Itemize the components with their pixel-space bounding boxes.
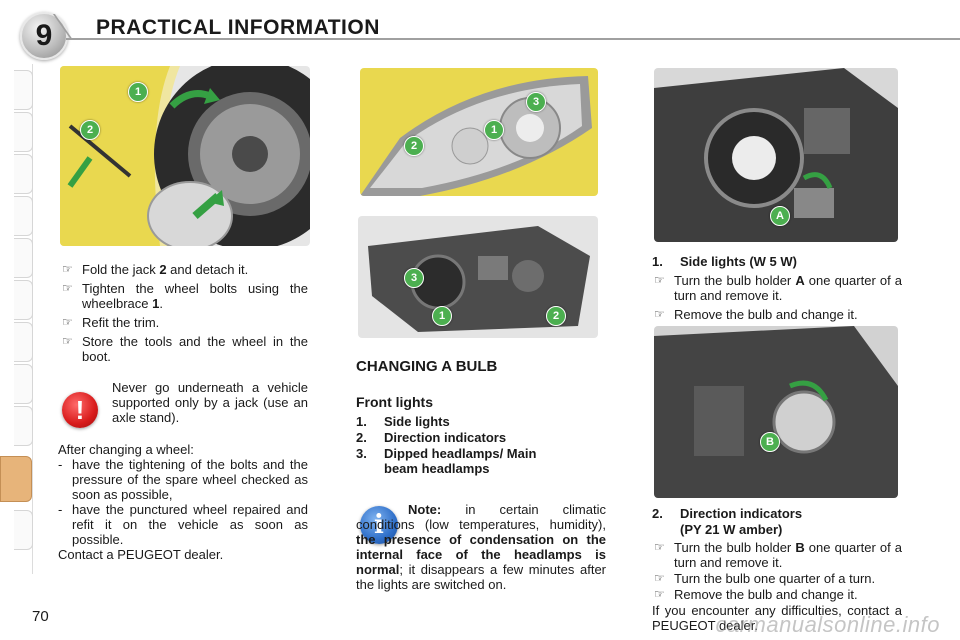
headlamp-photo <box>360 68 598 196</box>
indicator-holder-photo <box>654 326 898 498</box>
watermark: carmanualsonline.info <box>715 612 940 637</box>
step-item: ☞ Turn the bulb one quarter of a turn. <box>654 571 876 586</box>
indicators-subheading: (PY 21 W amber) <box>680 522 783 537</box>
closing-text: If you encounter any difficulties, conta… <box>652 603 902 633</box>
side-lights-block: 1.Side lights (W 5 W) ☞ Turn the bulb ho… <box>652 254 902 326</box>
pointing-hand-icon: ☞ <box>62 315 73 329</box>
side-light-holder-photo <box>654 68 898 242</box>
callout-rear-side-light: 1 <box>432 306 452 326</box>
headlamp-rear-photo <box>358 216 598 338</box>
warning-text: Never go underneath a vehicle supported … <box>112 380 308 425</box>
page-header: 9 PRACTICAL INFORMATION <box>0 0 960 60</box>
indicators-block: 2.Direction indicators (PY 21 W amber) ☞… <box>652 506 902 633</box>
pointing-hand-icon: ☞ <box>62 262 73 276</box>
pointing-hand-icon: ☞ <box>62 334 73 348</box>
subsection-title: Front lights <box>356 394 433 410</box>
step-item: ☞ Remove the bulb and change it. <box>654 587 858 602</box>
callout-holder-a: A <box>770 206 790 226</box>
step-item: ☞ Refit the trim. <box>62 315 160 330</box>
chapter-tab[interactable] <box>14 238 33 278</box>
chapter-tab[interactable] <box>14 510 33 550</box>
chapter-tab[interactable] <box>14 364 33 404</box>
pointing-hand-icon: ☞ <box>654 571 665 585</box>
step-item: ☞ Turn the bulb holder A one quarter of … <box>654 273 902 303</box>
chapter-badge: 9 <box>20 12 68 60</box>
chapter-tabs <box>0 64 34 574</box>
wheel-steps: ☞ Fold the jack 2 and detach it. ☞ Tight… <box>60 262 308 368</box>
bulb-list-item: 1.Side lights <box>356 414 450 429</box>
after-change-item: -have the punctured wheel repaired and r… <box>58 502 308 547</box>
step-item: ☞ Tighten the wheel bolts using the whee… <box>62 281 308 311</box>
chapter-tab[interactable] <box>14 196 33 236</box>
callout-holder-b: B <box>760 432 780 452</box>
callout-headlamp: 3 <box>526 92 546 112</box>
bulb-list-item: 3.Dipped headlamps/ Main beam headlamps <box>356 446 537 476</box>
step-item: ☞ Store the tools and the wheel in the b… <box>62 334 308 364</box>
section-title: CHANGING A BULB <box>356 358 498 375</box>
wheel-photo <box>60 66 310 246</box>
callout-wheelbrace: 1 <box>128 82 148 102</box>
chapter-tab[interactable] <box>14 70 33 110</box>
pointing-hand-icon: ☞ <box>654 307 665 321</box>
page-number: 70 <box>32 608 49 625</box>
pointing-hand-icon: ☞ <box>654 587 665 601</box>
contact-dealer: Contact a PEUGEOT dealer. <box>58 547 224 562</box>
header-divider <box>66 38 960 40</box>
pointing-hand-icon: ☞ <box>62 281 73 295</box>
page-title: PRACTICAL INFORMATION <box>96 16 380 39</box>
callout-jack: 2 <box>80 120 100 140</box>
chapter-tab[interactable] <box>14 280 33 320</box>
indicators-heading: 2.Direction indicators <box>652 506 803 521</box>
bulb-list: 1.Side lights 2.Direction indicators 3.D… <box>356 414 606 477</box>
chapter-tab-active[interactable] <box>0 456 32 502</box>
chapter-tab[interactable] <box>14 406 33 446</box>
after-change-title: After changing a wheel: <box>58 442 194 457</box>
step-item: ☞ Fold the jack 2 and detach it. <box>62 262 249 277</box>
side-lights-heading: 1.Side lights (W 5 W) <box>652 254 797 269</box>
callout-rear-indicator: 2 <box>546 306 566 326</box>
note-text: Note: in certain climatic conditions (lo… <box>356 502 606 592</box>
after-change-block: After changing a wheel: -have the tighte… <box>58 442 308 562</box>
pointing-hand-icon: ☞ <box>654 273 665 287</box>
chapter-tab[interactable] <box>14 322 33 362</box>
callout-side-light: 1 <box>484 120 504 140</box>
callout-direction-indicator: 2 <box>404 136 424 156</box>
pointing-hand-icon: ☞ <box>654 540 665 554</box>
callout-rear-headlamp: 3 <box>404 268 424 288</box>
exclamation-icon: ! <box>62 392 98 428</box>
bulb-list-item: 2.Direction indicators <box>356 430 507 445</box>
tab-rail <box>32 64 33 574</box>
chapter-tab[interactable] <box>14 154 33 194</box>
step-item: ☞ Remove the bulb and change it. <box>654 307 858 322</box>
info-icon: i <box>360 506 398 544</box>
step-item: ☞ Turn the bulb holder B one quarter of … <box>654 540 902 570</box>
chapter-tab[interactable] <box>14 112 33 152</box>
after-change-item: -have the tightening of the bolts and th… <box>58 457 308 502</box>
